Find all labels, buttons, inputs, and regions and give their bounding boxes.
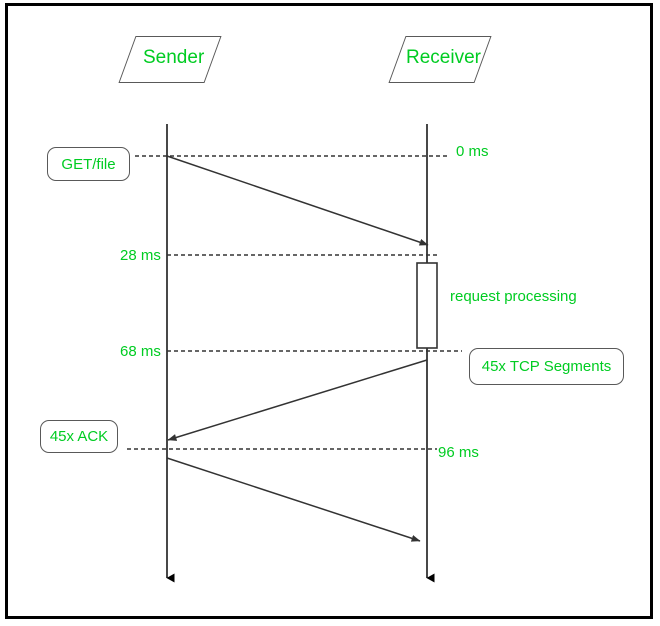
message-arrow-ack — [166, 457, 421, 542]
message-arrow-get-file — [166, 155, 429, 246]
actor-label-receiver: Receiver — [406, 47, 481, 68]
actor-label-sender: Sender — [143, 47, 205, 68]
time-label-0ms: 0 ms — [456, 143, 489, 160]
note-tcp-segments[interactable]: 45x TCP Segments — [469, 348, 624, 385]
activation-label-request-processing: request processing — [450, 288, 577, 305]
note-get-file[interactable]: GET/file — [47, 147, 130, 181]
time-label-28ms: 28 ms — [120, 247, 161, 264]
note-label-tcp-segments: 45x TCP Segments — [481, 358, 612, 375]
activation-request-processing — [416, 262, 438, 349]
diagram-frame — [5, 3, 653, 619]
note-label-ack: 45x ACK — [49, 428, 109, 445]
time-label-96ms: 96 ms — [438, 444, 479, 461]
note-ack[interactable]: 45x ACK — [40, 420, 118, 453]
time-label-68ms: 68 ms — [120, 343, 161, 360]
message-arrow-tcp-segments — [167, 359, 428, 441]
note-label-get-file: GET/file — [61, 155, 116, 173]
